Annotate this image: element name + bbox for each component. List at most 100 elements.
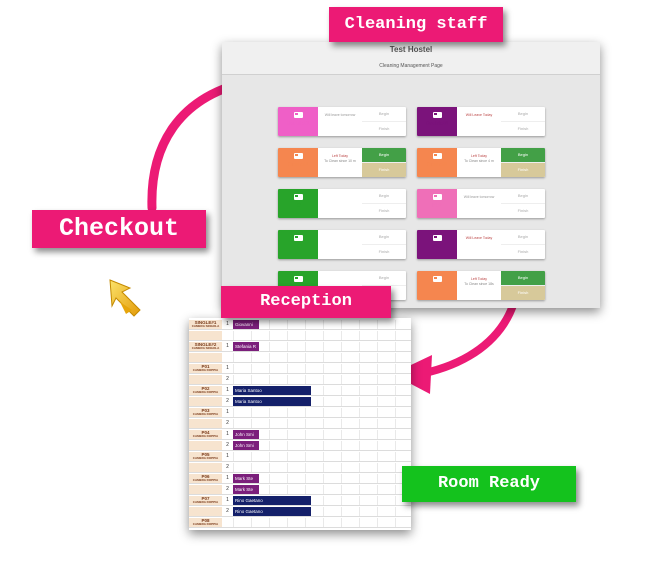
day-grid[interactable]: [233, 353, 411, 362]
bed-number: 2: [226, 398, 229, 404]
room-cell: [189, 485, 222, 494]
status-detail: To Clean since 4 m: [464, 159, 494, 163]
bed-number: 1: [226, 365, 229, 371]
day-grid[interactable]: [233, 342, 411, 351]
day-grid[interactable]: [233, 485, 411, 494]
bed-number: 1: [226, 431, 229, 437]
room-type: CAMERA DOPPIA: [192, 500, 219, 504]
begin-button[interactable]: Begin: [362, 271, 406, 286]
room-name: P01: [293, 203, 303, 209]
day-grid[interactable]: [233, 441, 411, 450]
room-cell: [189, 397, 222, 406]
finish-button[interactable]: Finish: [362, 122, 406, 136]
day-grid[interactable]: [233, 375, 411, 384]
status-detail: To Clean since 10 m: [324, 159, 356, 163]
day-grid[interactable]: [233, 496, 411, 505]
reservation-bar[interactable]: John Smi: [233, 441, 259, 450]
room-tile: P06: [417, 271, 457, 300]
day-grid[interactable]: [233, 331, 411, 340]
room-code: SINGLE#2: [194, 342, 217, 347]
hostel-title: Test Hostel: [389, 45, 433, 54]
status-text: Will leave tomorrow: [463, 195, 495, 199]
room-name: P03: [293, 244, 303, 250]
planner-row: [189, 331, 411, 341]
finish-button[interactable]: Finish: [501, 245, 545, 259]
status-text: Will leave tomorrow: [324, 113, 356, 117]
room-tile: P03: [278, 230, 318, 259]
reservation-bar[interactable]: Stefania R: [233, 342, 259, 351]
day-grid[interactable]: [233, 463, 411, 472]
finish-button[interactable]: Finish: [362, 163, 406, 177]
room-cell: [189, 441, 222, 450]
day-grid[interactable]: [233, 430, 411, 439]
planner-row: 2: [189, 375, 411, 385]
day-grid[interactable]: [233, 364, 411, 373]
room-type: CAMERA DOPPIA: [192, 368, 219, 372]
finish-button[interactable]: Finish: [501, 122, 545, 136]
reservation-bar[interactable]: Giovanni: [233, 320, 259, 329]
room-type: CAMERA DOPPIA: [192, 412, 219, 416]
reservation-bar[interactable]: Maria Santoo: [233, 397, 311, 406]
day-grid[interactable]: [233, 452, 411, 461]
reservation-bar[interactable]: Maria Santoo: [233, 386, 311, 395]
reservation-bar[interactable]: Mark Ste: [233, 485, 259, 494]
finish-button[interactable]: Finish: [362, 204, 406, 218]
finish-button[interactable]: Finish: [362, 245, 406, 259]
bed-number: 1: [226, 343, 229, 349]
room-code: P07: [201, 496, 210, 501]
day-grid[interactable]: [233, 507, 411, 516]
room-cell: [189, 353, 222, 362]
begin-button[interactable]: Begin: [362, 148, 406, 163]
begin-button[interactable]: Begin: [501, 230, 545, 245]
day-grid[interactable]: [233, 408, 411, 417]
reservation-bar[interactable]: John Smi: [233, 430, 259, 439]
begin-button[interactable]: Begin: [362, 189, 406, 204]
bed-icon: [432, 194, 442, 200]
reservation-bar[interactable]: Mark Ste: [233, 474, 259, 483]
finish-button[interactable]: Finish: [501, 286, 545, 300]
begin-button[interactable]: Begin: [501, 148, 545, 163]
begin-button[interactable]: Begin: [501, 189, 545, 204]
bed-number: [223, 353, 232, 362]
day-grid[interactable]: [233, 386, 411, 395]
reservation-bar[interactable]: Rino Gaetano: [233, 507, 311, 516]
reservation-bar[interactable]: Rino Gaetano: [233, 496, 311, 505]
begin-button[interactable]: Begin: [362, 107, 406, 122]
finish-button[interactable]: Finish: [501, 204, 545, 218]
begin-button[interactable]: Begin: [501, 107, 545, 122]
arrow-head-reception: [392, 355, 432, 394]
day-grid[interactable]: [233, 474, 411, 483]
cleaning-header: Test Hostel Cleaning Management Page: [222, 42, 600, 75]
room-tile: Double#2: [417, 107, 457, 136]
day-grid[interactable]: [233, 320, 411, 329]
day-grid[interactable]: [233, 419, 411, 428]
day-grid[interactable]: [233, 518, 411, 527]
bed-icon: [293, 112, 303, 118]
finish-button[interactable]: Finish: [501, 163, 545, 177]
begin-button[interactable]: Begin: [501, 271, 545, 286]
day-grid[interactable]: [233, 397, 411, 406]
begin-button[interactable]: Begin: [362, 230, 406, 245]
